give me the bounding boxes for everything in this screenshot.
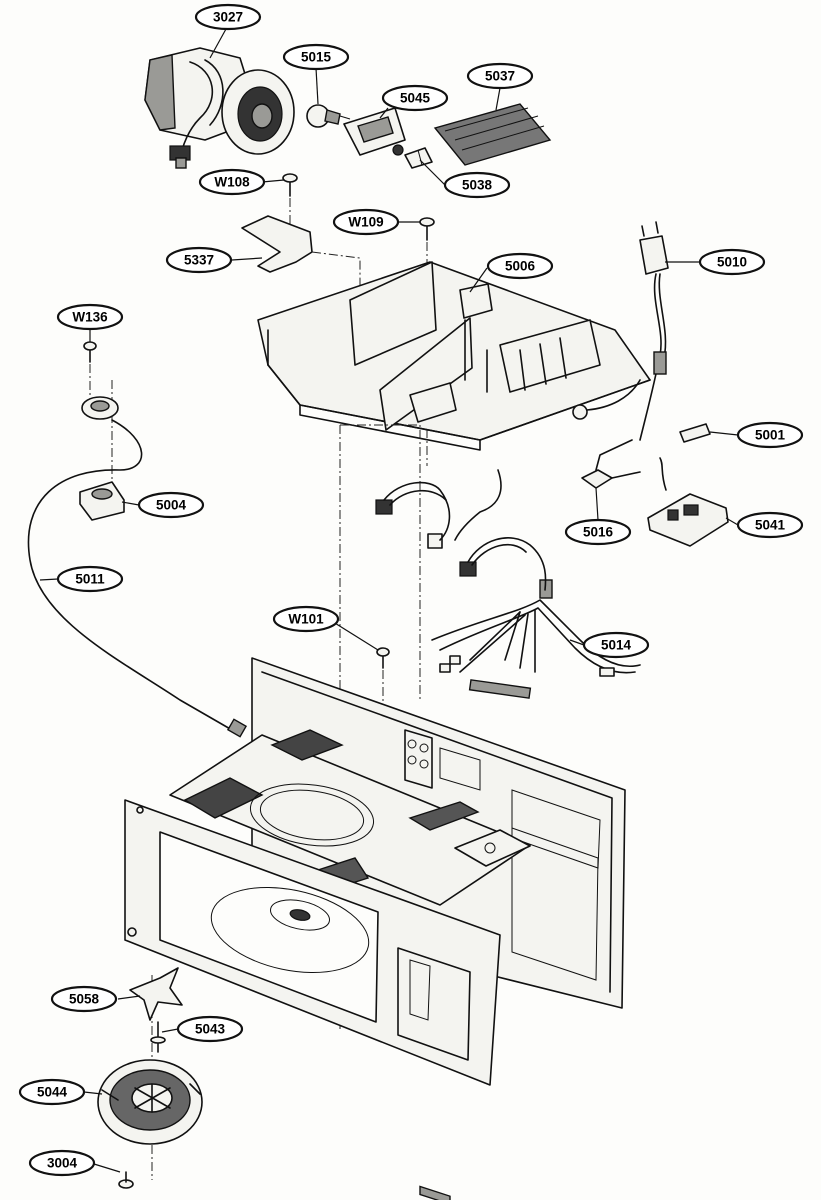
callout-5016: 5016 [564, 518, 632, 546]
part-5011-cable[interactable] [27, 419, 248, 738]
part-oven-cavity-frame[interactable] [124, 657, 626, 1200]
callout-label: 5011 [75, 572, 105, 587]
callout-5010: 5010 [698, 248, 766, 276]
part-5014-wire-harness[interactable] [375, 469, 641, 699]
part-5037-filter[interactable] [433, 103, 552, 166]
callout-5041: 5041 [736, 511, 804, 539]
callout-label: 5045 [400, 91, 431, 106]
callout-5006: 5006 [486, 252, 554, 280]
callout-label: W109 [348, 215, 383, 230]
callout-label: 5041 [755, 518, 786, 533]
callout-label: 5337 [184, 253, 214, 268]
callout-label: 5058 [69, 992, 100, 1007]
callout-5004: 5004 [137, 491, 205, 519]
callout-label: W101 [288, 612, 324, 627]
callout-label: 5014 [601, 638, 632, 653]
part-5058-stirrer[interactable] [129, 967, 183, 1021]
part-W101-screw[interactable] [376, 647, 390, 669]
part-W109-screw[interactable] [419, 217, 435, 241]
part-5001-fuse[interactable] [679, 423, 711, 443]
part-3027-blower-fan[interactable] [144, 47, 295, 169]
leader-lines [39, 28, 739, 1173]
part-5004-thermostat[interactable] [79, 396, 125, 521]
callout-5058: 5058 [50, 985, 118, 1013]
part-5044-turntable-motor[interactable] [97, 1059, 203, 1145]
callout-W109: W109 [332, 208, 400, 236]
callout-5037: 5037 [466, 62, 534, 90]
callout-label: 5037 [485, 69, 515, 84]
callout-3027: 3027 [194, 3, 262, 31]
callout-label: W136 [72, 310, 108, 325]
part-5006-base-plate[interactable] [257, 261, 651, 451]
callout-label: 5015 [301, 50, 332, 65]
part-5010-power-cord[interactable] [639, 221, 669, 441]
part-3004-screw[interactable] [118, 1171, 134, 1189]
callout-label: 3004 [47, 1156, 78, 1171]
callout-label: 5004 [156, 498, 187, 513]
part-5041-pcb[interactable] [647, 457, 729, 547]
callout-label: 5006 [505, 259, 536, 274]
callout-label: 5044 [37, 1085, 68, 1100]
callout-label: 5038 [462, 178, 493, 193]
callout-label: 5001 [755, 428, 786, 443]
part-5016-thermal-cutout[interactable] [581, 439, 641, 489]
callout-5015: 5015 [282, 43, 350, 71]
callout-5045: 5045 [381, 84, 449, 112]
callout-label: W108 [214, 175, 250, 190]
callout-W101: W101 [272, 605, 340, 633]
callout-3004: 3004 [28, 1149, 96, 1177]
callout-5044: 5044 [18, 1078, 86, 1106]
callout-W108: W108 [198, 168, 266, 196]
part-W108-screw[interactable] [282, 173, 298, 197]
callout-label: 5016 [583, 525, 614, 540]
part-W136-screw[interactable] [83, 341, 97, 363]
part-5045-lamp-bracket[interactable] [343, 107, 406, 156]
part-5015-lamp[interactable] [306, 104, 351, 128]
callout-label: 3027 [213, 10, 243, 25]
callout-5001: 5001 [736, 421, 804, 449]
callout-5011: 5011 [56, 565, 124, 593]
callout-label: 5010 [717, 255, 747, 270]
callout-5337: 5337 [165, 246, 233, 274]
callout-5043: 5043 [176, 1015, 244, 1043]
part-5038-holder[interactable] [404, 147, 433, 169]
callout-5038: 5038 [443, 171, 511, 199]
callout-label: 5043 [195, 1022, 226, 1037]
callout-5014: 5014 [582, 631, 650, 659]
callout-W136: W136 [56, 303, 124, 331]
part-5043-shaft[interactable] [150, 1021, 166, 1053]
